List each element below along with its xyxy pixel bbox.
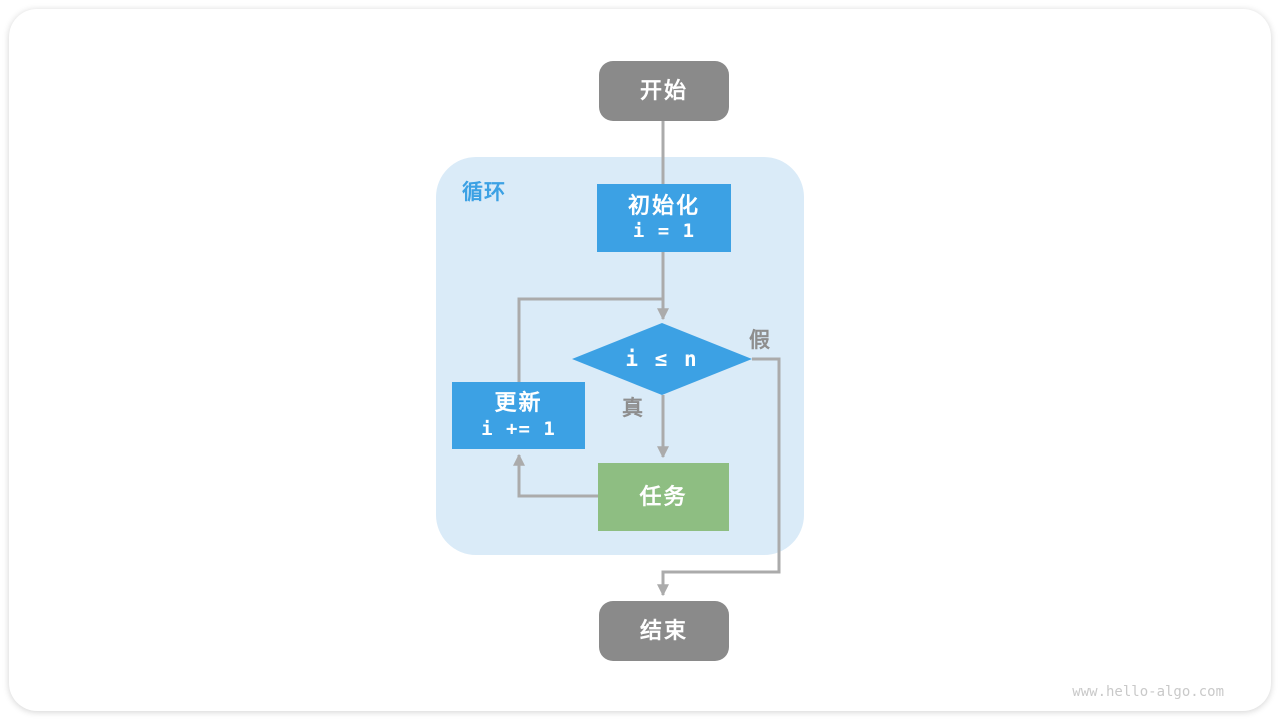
branch-false-label: 假: [749, 329, 771, 352]
init-node-code: i = 1: [632, 220, 696, 243]
update-node: 更新 i += 1: [452, 382, 585, 449]
condition-node-label: i ≤ n: [625, 347, 699, 371]
init-node: 初始化 i = 1: [597, 184, 731, 252]
task-node-label: 任务: [639, 484, 688, 510]
watermark-text: www.hello-algo.com: [1072, 684, 1224, 700]
update-node-title: 更新: [494, 390, 543, 416]
loop-region-label: 循环: [462, 181, 506, 204]
condition-node: i ≤ n: [572, 323, 752, 395]
start-node: 开始: [599, 61, 729, 121]
update-node-code: i += 1: [481, 417, 556, 440]
start-node-label: 开始: [639, 78, 688, 104]
diagram-card: 循环 开始 初始化 i = 1 i ≤ n: [9, 9, 1271, 711]
task-node: 任务: [598, 463, 729, 531]
end-node-label: 结束: [639, 618, 688, 644]
branch-true-label: 真: [622, 397, 644, 420]
end-node: 结束: [599, 601, 729, 661]
init-node-title: 初始化: [627, 192, 700, 218]
